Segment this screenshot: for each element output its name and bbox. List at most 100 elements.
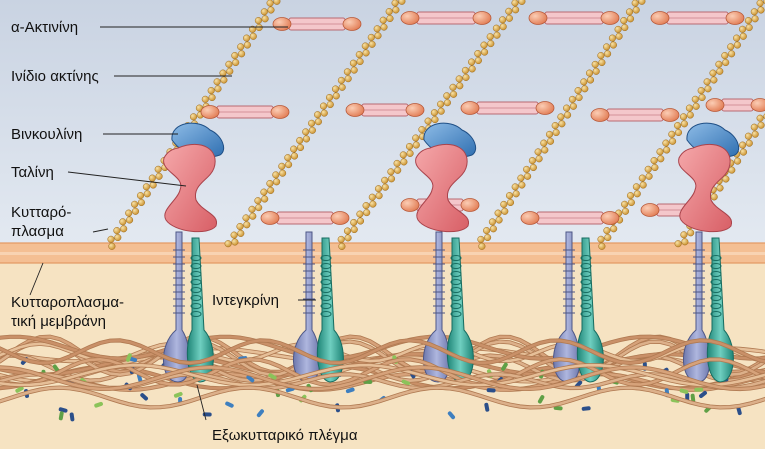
actin-bead xyxy=(273,178,281,186)
actin-bead xyxy=(356,210,364,218)
ecm-particle xyxy=(225,401,234,408)
actin-bead xyxy=(431,116,439,124)
actin-bead xyxy=(343,68,351,76)
actin-bead xyxy=(248,25,257,33)
actin-bead xyxy=(681,238,689,246)
actin-bead xyxy=(114,233,122,242)
actin-bead xyxy=(374,32,382,40)
actin-bead xyxy=(650,157,658,165)
ecm-particle xyxy=(486,388,496,393)
ecm-particle xyxy=(58,407,68,413)
actin-bead xyxy=(698,93,706,102)
alpha-actinin xyxy=(528,11,620,25)
actin-bead xyxy=(704,85,712,93)
actinin-head xyxy=(460,198,480,212)
actin-bead xyxy=(505,14,513,22)
actin-bead xyxy=(343,227,352,235)
actin-bead xyxy=(344,234,352,242)
actin-bead xyxy=(734,157,742,165)
alpha-actinin xyxy=(400,11,492,25)
ecm-fiber xyxy=(0,365,765,391)
actinin-head xyxy=(520,211,540,225)
actin-bead xyxy=(148,174,156,182)
ecm-particle xyxy=(537,395,545,404)
actin-bead xyxy=(626,15,635,23)
alpha-actinin xyxy=(272,17,362,31)
ecm-particle xyxy=(69,412,75,422)
ecm-particle xyxy=(581,406,591,411)
alpha-actinin xyxy=(590,108,680,122)
actin-bead xyxy=(319,102,328,110)
actin-bead xyxy=(461,66,469,74)
leader-line xyxy=(29,262,44,296)
talin-complex xyxy=(415,122,477,233)
actin-bead xyxy=(609,41,617,49)
actin-bead xyxy=(260,188,268,196)
ecm-particle xyxy=(699,390,707,399)
actin-bead xyxy=(524,172,532,180)
actin-bead xyxy=(261,15,269,23)
actinin-head xyxy=(260,211,280,225)
label-talin: Ταλίνη xyxy=(11,164,54,181)
actin-bead xyxy=(273,0,281,5)
integrin-beta xyxy=(316,237,344,383)
actin-bead xyxy=(350,66,358,74)
actin-bead xyxy=(625,8,634,16)
actin-bead xyxy=(493,31,501,39)
actin-bead xyxy=(716,67,724,75)
actin-bead xyxy=(727,43,735,51)
label-integrin: Ιντεγκρίνη xyxy=(212,292,279,309)
alpha-actinin xyxy=(260,211,350,225)
talin-vinculin-complexes xyxy=(163,122,740,233)
actin-bead xyxy=(489,225,497,233)
actin-bead xyxy=(155,172,163,180)
actin-bead xyxy=(621,23,629,32)
actin-bead xyxy=(143,190,151,198)
actin-bead xyxy=(477,235,485,243)
actin-bead xyxy=(296,143,305,152)
label-ecm: Εξωκυτταρικό πλέγμα xyxy=(212,427,358,444)
actin-bead xyxy=(501,207,509,215)
alpha-actinin xyxy=(705,98,765,112)
integrin-beta xyxy=(186,237,214,383)
actin-bead xyxy=(739,141,747,149)
actin-bead xyxy=(231,52,239,60)
actin-bead xyxy=(391,0,399,7)
actin-bead xyxy=(331,85,340,93)
alpha-actinin xyxy=(460,101,555,115)
actin-filament xyxy=(337,0,526,250)
actin-bead xyxy=(557,113,565,121)
actin-bead xyxy=(113,227,121,235)
actin-bead xyxy=(728,50,736,58)
actin-bead xyxy=(474,50,482,58)
ecm-particle xyxy=(94,401,103,408)
actin-bead xyxy=(663,146,671,154)
actin-bead xyxy=(189,113,198,121)
actinin-head xyxy=(270,105,290,119)
actin-bead xyxy=(219,69,227,77)
actin-bead xyxy=(610,225,618,233)
actin-bead xyxy=(564,111,572,119)
actin-bead xyxy=(686,111,694,119)
leader-line xyxy=(196,384,207,421)
actinin-head xyxy=(342,17,362,31)
actin-bead xyxy=(574,87,582,95)
actin-bead xyxy=(710,76,718,84)
actin-bead xyxy=(598,58,606,67)
actin-bead xyxy=(290,145,298,153)
actin-bead xyxy=(224,240,232,248)
actin-bead xyxy=(626,192,635,200)
actin-bead xyxy=(279,169,287,177)
actinin-head xyxy=(528,11,548,25)
actin-bead xyxy=(674,122,682,130)
actin-bead xyxy=(585,69,594,77)
actin-bead xyxy=(492,24,500,32)
actin-bead xyxy=(621,200,629,208)
actin-bead xyxy=(703,78,711,86)
actin-bead xyxy=(750,8,758,16)
actin-bead xyxy=(517,174,525,182)
actin-bead xyxy=(691,95,699,103)
actin-bead xyxy=(604,50,612,58)
actin-bead xyxy=(633,190,641,198)
actin-bead xyxy=(201,95,209,103)
